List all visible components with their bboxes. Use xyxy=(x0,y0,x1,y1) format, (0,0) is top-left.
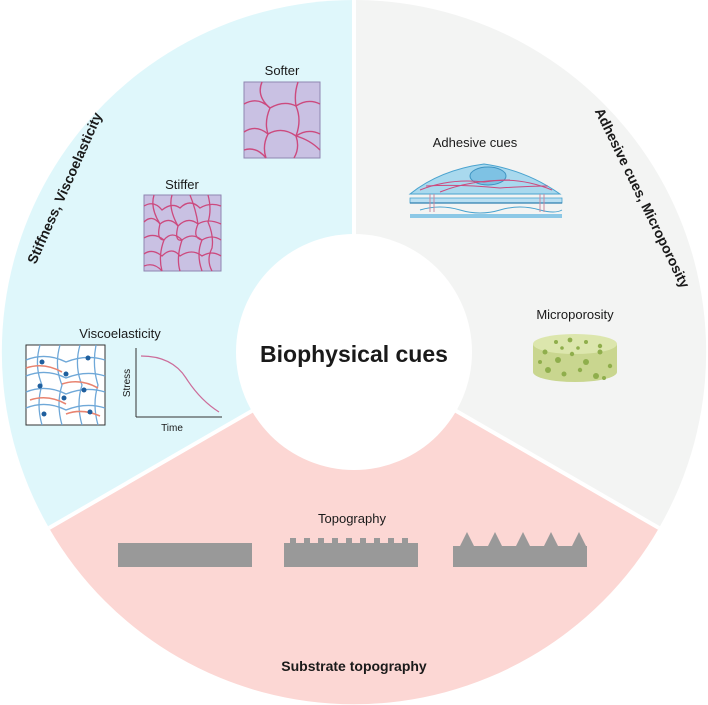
viscoelasticity-label: Viscoelasticity xyxy=(79,326,161,341)
softer-label: Softer xyxy=(265,63,300,78)
graph-ylabel: Stress xyxy=(122,369,133,397)
softer-hydrogel-icon xyxy=(243,81,321,159)
center-circle xyxy=(236,234,472,470)
viscoelastic-network-icon xyxy=(25,344,106,426)
topography-label: Topography xyxy=(318,511,386,526)
center-title: Biophysical cues xyxy=(260,341,448,367)
microporosity-label: Microporosity xyxy=(536,307,614,322)
cell-adhesion-icon xyxy=(408,163,563,218)
stiffer-label: Stiffer xyxy=(165,177,199,192)
porous-scaffold-icon xyxy=(533,334,617,382)
grooved-substrate xyxy=(284,538,418,567)
stiffer-hydrogel-icon xyxy=(143,194,222,272)
flat-substrate xyxy=(118,543,252,567)
stress-relaxation-graph xyxy=(135,348,222,418)
segment-title-topography: Substrate topography xyxy=(281,658,427,674)
graph-xlabel: Time xyxy=(161,423,183,434)
pillared-substrate xyxy=(453,532,587,567)
adhesive-cues-label: Adhesive cues xyxy=(433,135,518,150)
